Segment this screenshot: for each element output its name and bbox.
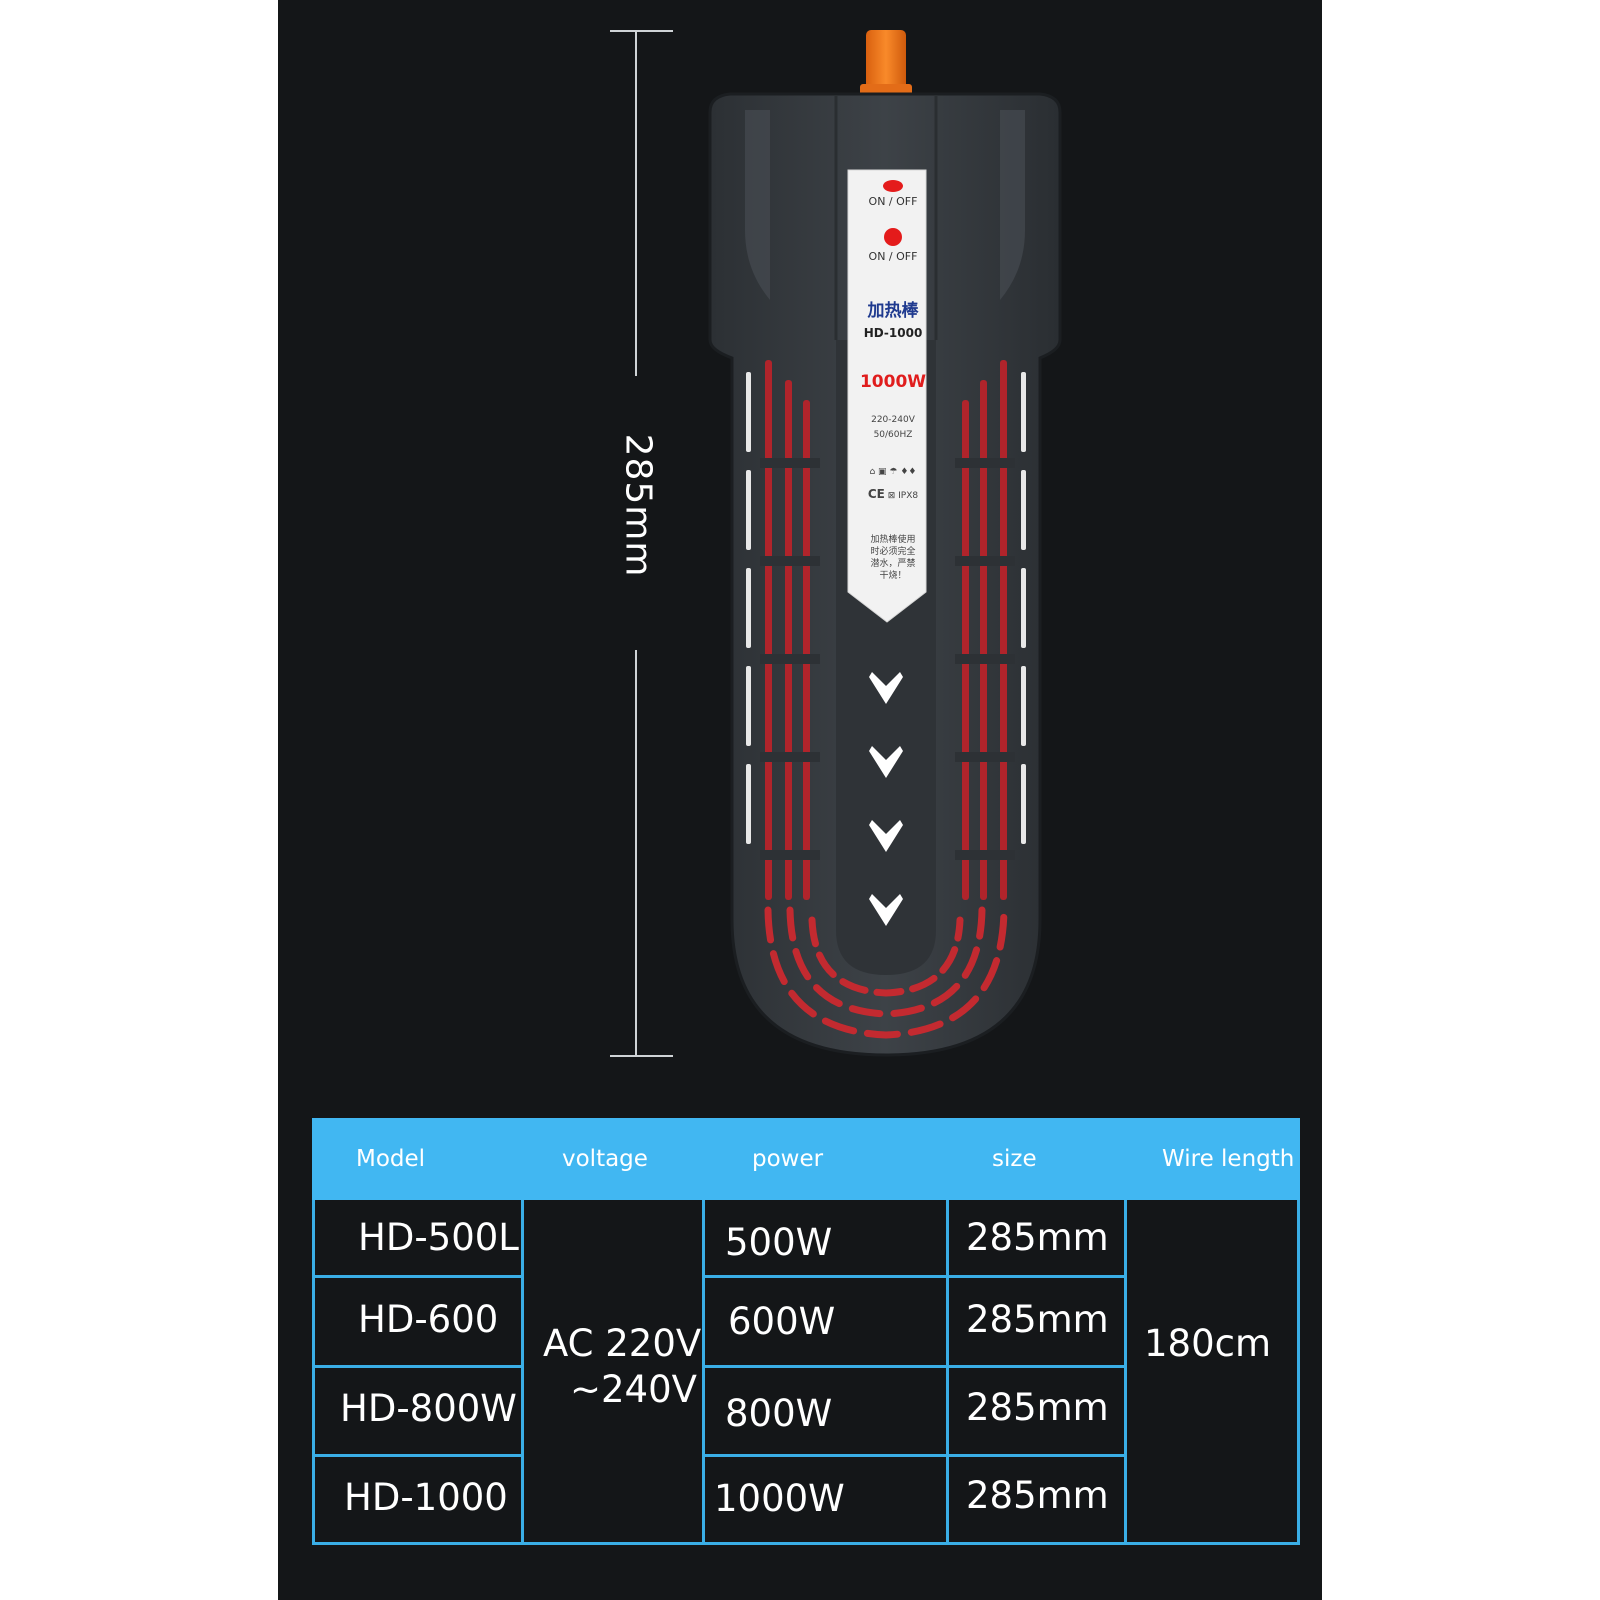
flow-chevrons: [869, 672, 903, 926]
row-divider-2a: [312, 1365, 524, 1368]
product-model: HD-1000: [863, 326, 923, 340]
ip-rating: IPX8: [898, 491, 919, 501]
cell-model-1: HD-500L: [358, 1216, 519, 1259]
col-divider-3: [946, 1200, 949, 1545]
row-divider-3b: [702, 1454, 1127, 1457]
cell-power-3: 800W: [725, 1392, 833, 1435]
cell-power-2: 600W: [728, 1300, 836, 1343]
heater-illustration: [708, 30, 1062, 1057]
header-wire-length: Wire length: [1162, 1146, 1295, 1172]
vent-slots-left: [746, 372, 751, 844]
cell-size-4: 285mm: [966, 1474, 1109, 1517]
table-border-right: [1297, 1200, 1300, 1545]
warning-line-3: 潜水，严禁: [870, 559, 916, 569]
warning-line-1: 加热棒使用: [870, 535, 916, 545]
col-divider-4: [1124, 1200, 1127, 1545]
switch-label-2: ON / OFF: [868, 250, 918, 263]
warning-line-4: 干烧！: [879, 571, 907, 581]
col-divider-2: [702, 1200, 705, 1545]
cell-wire-length: 180cm: [1144, 1322, 1272, 1365]
header-model: Model: [356, 1146, 426, 1172]
cell-size-2: 285mm: [966, 1298, 1109, 1341]
col-divider-1: [521, 1200, 524, 1545]
table-header: Model voltage power size Wire length: [312, 1118, 1300, 1200]
cap-ridge-right: [1000, 110, 1025, 300]
dimension-bottom-cap: [610, 1055, 673, 1057]
cell-power-1: 500W: [725, 1221, 833, 1264]
ce-mark-icon: CE: [867, 487, 885, 501]
row-divider-2b: [702, 1365, 1127, 1368]
label-card: [847, 169, 927, 623]
certification-icons: ⌂ ▣ ☂ ♦♦: [869, 467, 917, 477]
switch-label-1: ON / OFF: [868, 195, 918, 208]
cell-model-3: HD-800W: [340, 1387, 517, 1430]
product-voltage: 220-240V: [871, 415, 915, 425]
header-power: power: [752, 1146, 824, 1172]
cell-voltage-line-1: AC 220V: [543, 1322, 702, 1365]
header-size: size: [992, 1146, 1037, 1172]
ce-mark-row: CE ⊠ IPX8: [846, 488, 940, 502]
cell-power-4: 1000W: [714, 1477, 845, 1520]
row-divider-1a: [312, 1275, 524, 1278]
power-led-2: [884, 228, 902, 246]
heating-vents-left: [765, 360, 810, 900]
bottom-curved-vents: [764, 906, 1008, 1039]
header-voltage: voltage: [562, 1146, 648, 1172]
spec-table: Model voltage power size Wire length HD-…: [312, 1118, 1300, 1545]
cell-voltage-line-2: ~240V: [570, 1368, 697, 1411]
product-title-cn: 加热棒: [867, 301, 919, 321]
row-divider-3a: [312, 1454, 524, 1457]
dimension-top-cap: [610, 30, 673, 32]
cell-model-2: HD-600: [358, 1298, 499, 1341]
row-divider-1b: [702, 1275, 1127, 1278]
vent-ribs: [760, 458, 1015, 860]
product-frequency: 50/60HZ: [873, 430, 913, 440]
warning-line-2: 时必须完全: [870, 547, 916, 557]
table-border-bottom: [312, 1542, 1300, 1545]
weee-bin-icon: ⊠: [887, 491, 896, 501]
vent-slots-right: [1021, 372, 1026, 844]
heating-vents-right: [962, 360, 1007, 900]
cap-ridge-left: [745, 110, 770, 300]
cell-size-1: 285mm: [966, 1216, 1109, 1259]
dimension-line-lower: [635, 650, 637, 1056]
cell-size-3: 285mm: [966, 1386, 1109, 1429]
dimension-line-upper: [635, 30, 637, 376]
product-power: 1000W: [859, 372, 927, 392]
table-border-left: [312, 1200, 315, 1545]
cell-model-4: HD-1000: [344, 1476, 508, 1519]
temperature-knob: [860, 30, 912, 100]
power-led-1: [883, 180, 903, 192]
